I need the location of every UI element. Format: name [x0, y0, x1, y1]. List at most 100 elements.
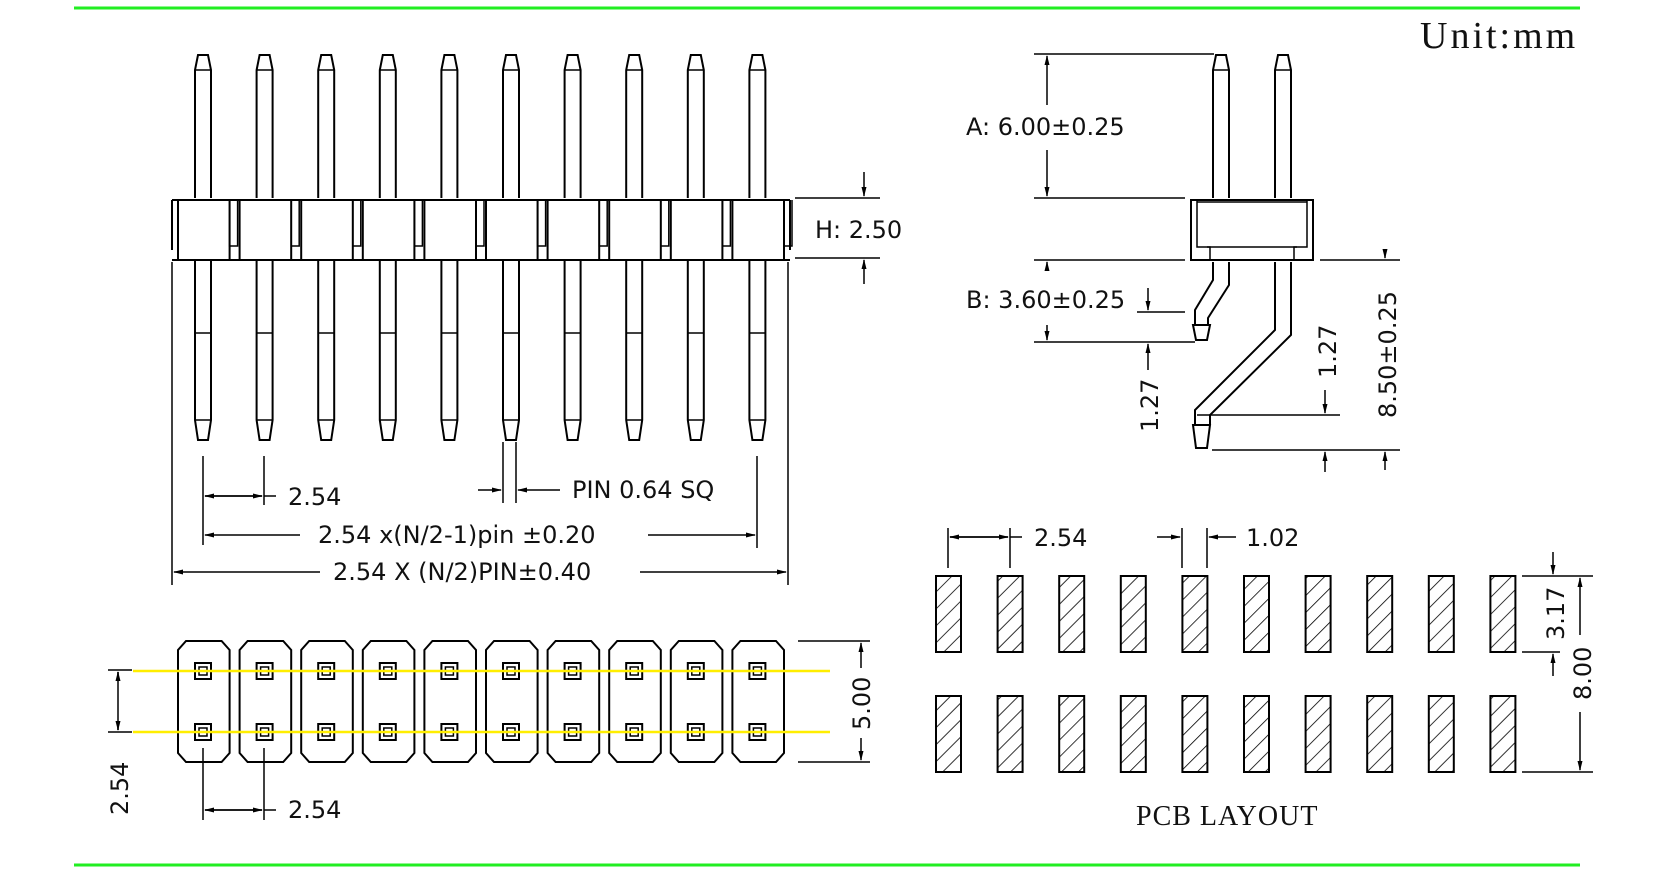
top-housing-cell	[423, 640, 477, 763]
housing-outline	[361, 640, 416, 763]
pin-upper	[317, 54, 336, 198]
left-offset-label: 1.27	[1136, 379, 1164, 432]
right-offset-label: 1.27	[1314, 325, 1342, 378]
top-housing-cell	[300, 640, 354, 763]
pin-lower	[625, 260, 644, 441]
pcb-pitch-label: 2.54	[1034, 524, 1087, 552]
total-length-label: 2.54 X (N/2)PIN±0.40	[333, 558, 591, 586]
pin-lower	[502, 260, 520, 441]
b-dimension-label: B: 3.60±0.25	[966, 286, 1125, 314]
pcb-pad	[1427, 575, 1455, 653]
pin-lower	[686, 260, 705, 441]
pin-upper	[502, 54, 520, 198]
pcb-pad	[1304, 575, 1332, 653]
housing-outline	[300, 640, 354, 763]
pin-lower	[378, 260, 397, 441]
pcb-pad	[1058, 695, 1086, 773]
pin-upper	[686, 54, 705, 198]
pcb-pad	[1366, 575, 1394, 653]
width-label: 5.00	[848, 677, 876, 730]
pcb-pad	[935, 695, 962, 773]
top-housing-cell	[485, 640, 539, 763]
pin-upper	[440, 54, 459, 198]
front-pin	[731, 54, 793, 441]
pcb-pad	[1181, 695, 1209, 773]
pcb-pad	[1181, 575, 1209, 653]
pad-width-label: 1.02	[1246, 524, 1299, 552]
overall-height-label: 8.50±0.25	[1374, 291, 1402, 418]
housing-cell	[485, 199, 539, 261]
housing-cell	[669, 199, 724, 261]
top-housing-cell	[608, 640, 662, 763]
pin-upper	[255, 54, 274, 198]
pad-length-label: 3.17	[1542, 587, 1570, 640]
housing-cell	[238, 199, 293, 261]
pcb-pad	[996, 695, 1024, 773]
housing-outline	[669, 640, 724, 763]
unit-label: Unit:mm	[1420, 15, 1578, 57]
top-housing-cell	[731, 640, 785, 763]
pin-lower	[317, 260, 336, 441]
housing-outline	[423, 640, 477, 763]
housing-cell	[731, 199, 786, 261]
front-pin	[177, 54, 239, 441]
front-pin	[361, 54, 424, 441]
housing-cell	[608, 199, 662, 261]
pin-upper	[194, 54, 212, 198]
top-housing-cell	[361, 640, 416, 763]
pin-lower	[748, 260, 767, 441]
housing-outline	[546, 640, 601, 763]
pin-upper	[625, 54, 644, 198]
pcb-layout-title: PCB LAYOUT	[1136, 801, 1318, 832]
housing-cell	[423, 199, 477, 261]
col-pitch-label: 2.54	[288, 796, 341, 824]
top-housing-cell	[238, 640, 293, 763]
pcb-dimensions: 2.54 1.02 3.17 8.00	[947, 524, 1597, 773]
pin-lower	[440, 260, 459, 441]
housing-outline	[731, 640, 785, 763]
pin-lower	[563, 260, 582, 441]
housing-outline	[608, 640, 662, 763]
housing-outline	[171, 199, 791, 261]
front-pin	[423, 54, 485, 441]
pcb-pad	[1243, 695, 1270, 773]
pcb-layout	[935, 575, 1517, 773]
housing-outline	[177, 640, 231, 763]
side-view	[1190, 54, 1314, 449]
housing-cell	[177, 199, 231, 261]
housing-cell	[361, 199, 416, 261]
front-pin	[485, 54, 547, 441]
top-view	[133, 640, 830, 763]
pin-lower	[194, 260, 212, 441]
pcb-pad	[1119, 695, 1147, 773]
pin-size-label: PIN 0.64 SQ	[572, 476, 714, 504]
a-dimension-label: A: 6.00±0.25	[966, 113, 1125, 141]
top-housing-cell	[177, 640, 231, 763]
front-pin	[300, 54, 362, 441]
side-view-dimensions: A: 6.00±0.25 B: 3.60±0.25 1.27 1.27 8.50…	[966, 53, 1402, 472]
pcb-pad	[996, 575, 1024, 653]
pitch-label: 2.54	[288, 483, 341, 511]
pcb-pad	[1489, 695, 1517, 773]
overall-pad-label: 8.00	[1569, 647, 1597, 700]
front-view-dimensions: H: 2.50 2.54 PIN 0.64 SQ 2.54 x(N/2-1)pi…	[171, 172, 902, 586]
pcb-pad	[1119, 575, 1147, 653]
row-pitch-label: 2.54	[106, 762, 134, 815]
pcb-pad	[1489, 575, 1517, 653]
pin-lower	[255, 260, 274, 441]
span-label: 2.54 x(N/2-1)pin ±0.20	[318, 521, 596, 549]
front-pin	[546, 54, 608, 441]
housing-outline	[238, 640, 293, 763]
pcb-pad	[1058, 575, 1086, 653]
height-label: H: 2.50	[815, 216, 902, 244]
pcb-pad	[1243, 575, 1270, 653]
pin-upper	[748, 54, 767, 198]
front-view	[171, 54, 793, 441]
housing-outline	[485, 640, 539, 763]
pcb-pad	[1427, 695, 1455, 773]
housing-cell	[300, 199, 354, 261]
front-pin	[669, 54, 732, 441]
pin-upper	[563, 54, 582, 198]
front-pin	[238, 54, 300, 441]
